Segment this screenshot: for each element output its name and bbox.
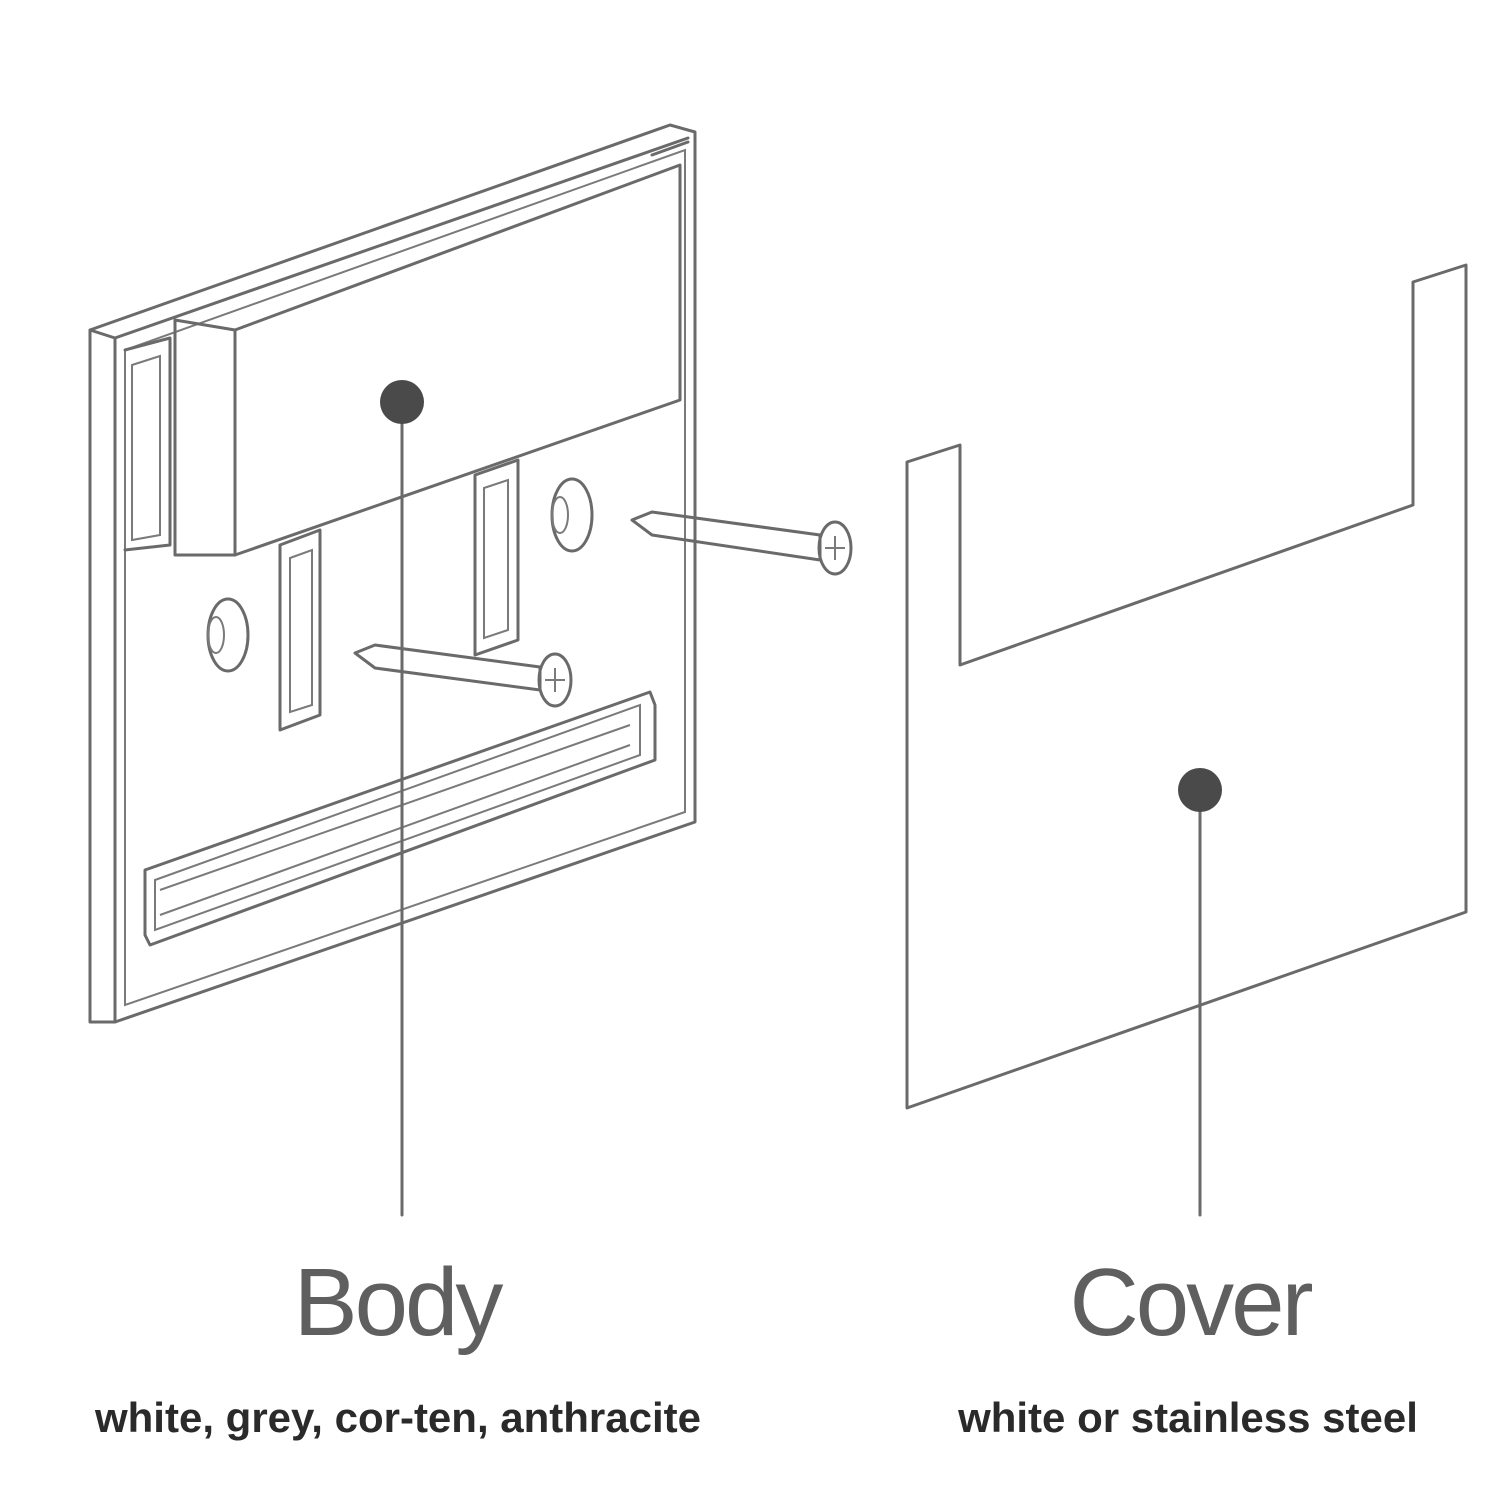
- body-subtitle: white, grey, cor-ten, anthracite: [94, 1394, 701, 1441]
- cover-subtitle: white or stainless steel: [957, 1394, 1418, 1441]
- cover-callout-dot: [1178, 768, 1222, 812]
- body-callout-dot: [380, 380, 424, 424]
- body-title: Body: [294, 1249, 504, 1356]
- cover-plate: [905, 263, 1468, 1110]
- cover-title: Cover: [1069, 1249, 1312, 1356]
- screw-icon: [353, 643, 573, 708]
- screw-icon: [630, 510, 853, 576]
- callout-lines: [380, 380, 1222, 1217]
- body-plate: [88, 123, 697, 1024]
